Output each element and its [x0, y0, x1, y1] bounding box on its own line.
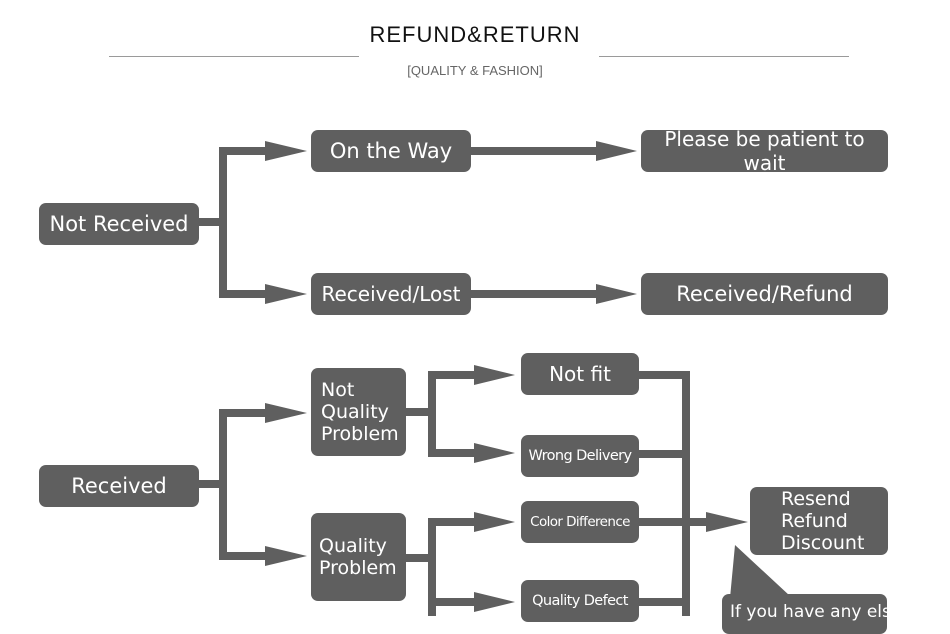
arrow-to-be-patient — [596, 141, 637, 161]
node-not-quality-line-3: Problem — [321, 423, 399, 445]
connector-to-resolution — [638, 518, 710, 526]
connector-to-quality — [219, 552, 269, 560]
node-not-quality-line-2: Quality — [321, 401, 389, 423]
connector-to-on-the-way — [219, 147, 269, 155]
connector-quality-vertical — [428, 518, 436, 616]
connector-quality-stem — [405, 554, 433, 562]
connector-wrong-delivery-out — [638, 450, 690, 458]
arrow-to-not-quality — [265, 403, 307, 423]
arrow-to-on-the-way — [265, 141, 307, 161]
connector-lost-to-refund — [470, 290, 600, 298]
arrow-to-not-fit — [474, 365, 515, 385]
connector-not-fit-out — [638, 371, 690, 379]
node-wrong-delivery: Wrong Delivery — [521, 435, 639, 477]
node-not-fit: Not fit — [521, 353, 639, 395]
node-received: Received — [39, 465, 199, 507]
arrow-to-quality-defect — [474, 592, 515, 612]
arrow-to-wrong-delivery — [474, 443, 515, 463]
node-received-lost: Received/Lost — [311, 273, 471, 315]
node-not-quality-line-1: Not — [321, 379, 355, 401]
node-resolution-line-1: Resend — [781, 488, 851, 510]
connector-not-quality-vertical — [428, 371, 436, 457]
arrow-to-quality — [265, 546, 307, 566]
connector-to-wrong-delivery — [428, 449, 478, 457]
node-resolution-line-2: Refund — [781, 510, 848, 532]
connector-to-not-quality — [219, 409, 269, 417]
node-quality-line-2: Problem — [319, 557, 397, 579]
connector-to-not-fit — [428, 371, 478, 379]
flowchart-connectors — [198, 141, 790, 616]
connector-to-color-difference — [428, 518, 478, 526]
connector-merge-vertical — [682, 371, 690, 616]
node-not-received: Not Received — [39, 203, 199, 245]
connector-received-stem — [198, 480, 223, 488]
node-quality-defect: Quality Defect — [521, 580, 639, 622]
page-title: REFUND&RETURN — [369, 22, 581, 47]
node-resolution-line-3: Discount — [781, 532, 865, 554]
node-on-the-way: On the Way — [311, 130, 471, 172]
connector-not-received-stem — [198, 218, 223, 226]
note-pointer — [730, 545, 790, 598]
arrow-to-received-refund — [596, 284, 637, 304]
node-be-patient: Please be patient to wait — [641, 127, 888, 175]
node-color-difference: Color Difference — [521, 501, 639, 543]
connector-to-quality-defect — [428, 598, 478, 606]
connector-received-vertical — [219, 409, 227, 560]
title-rule-left — [109, 56, 359, 57]
node-quality-problem: Quality Problem — [311, 513, 406, 601]
connector-on-the-way-to-patient — [470, 147, 600, 155]
node-resolution: Resend Refund Discount — [750, 487, 888, 555]
node-contact-note: If you have any else — [722, 594, 887, 634]
connector-not-received-vertical — [219, 147, 227, 298]
arrow-to-color-difference — [474, 512, 515, 532]
node-received-refund: Received/Refund — [641, 273, 888, 315]
node-not-quality-problem: Not Quality Problem — [311, 368, 406, 456]
page-subtitle: [QUALITY & FASHION] — [407, 63, 543, 78]
node-quality-line-1: Quality — [319, 535, 387, 557]
connector-not-quality-stem — [405, 408, 433, 416]
arrow-to-received-lost — [265, 284, 307, 304]
connector-to-received-lost — [219, 290, 269, 298]
connector-quality-defect-out — [638, 598, 690, 606]
arrow-to-resolution — [706, 512, 748, 532]
title-rule-right — [599, 56, 849, 57]
